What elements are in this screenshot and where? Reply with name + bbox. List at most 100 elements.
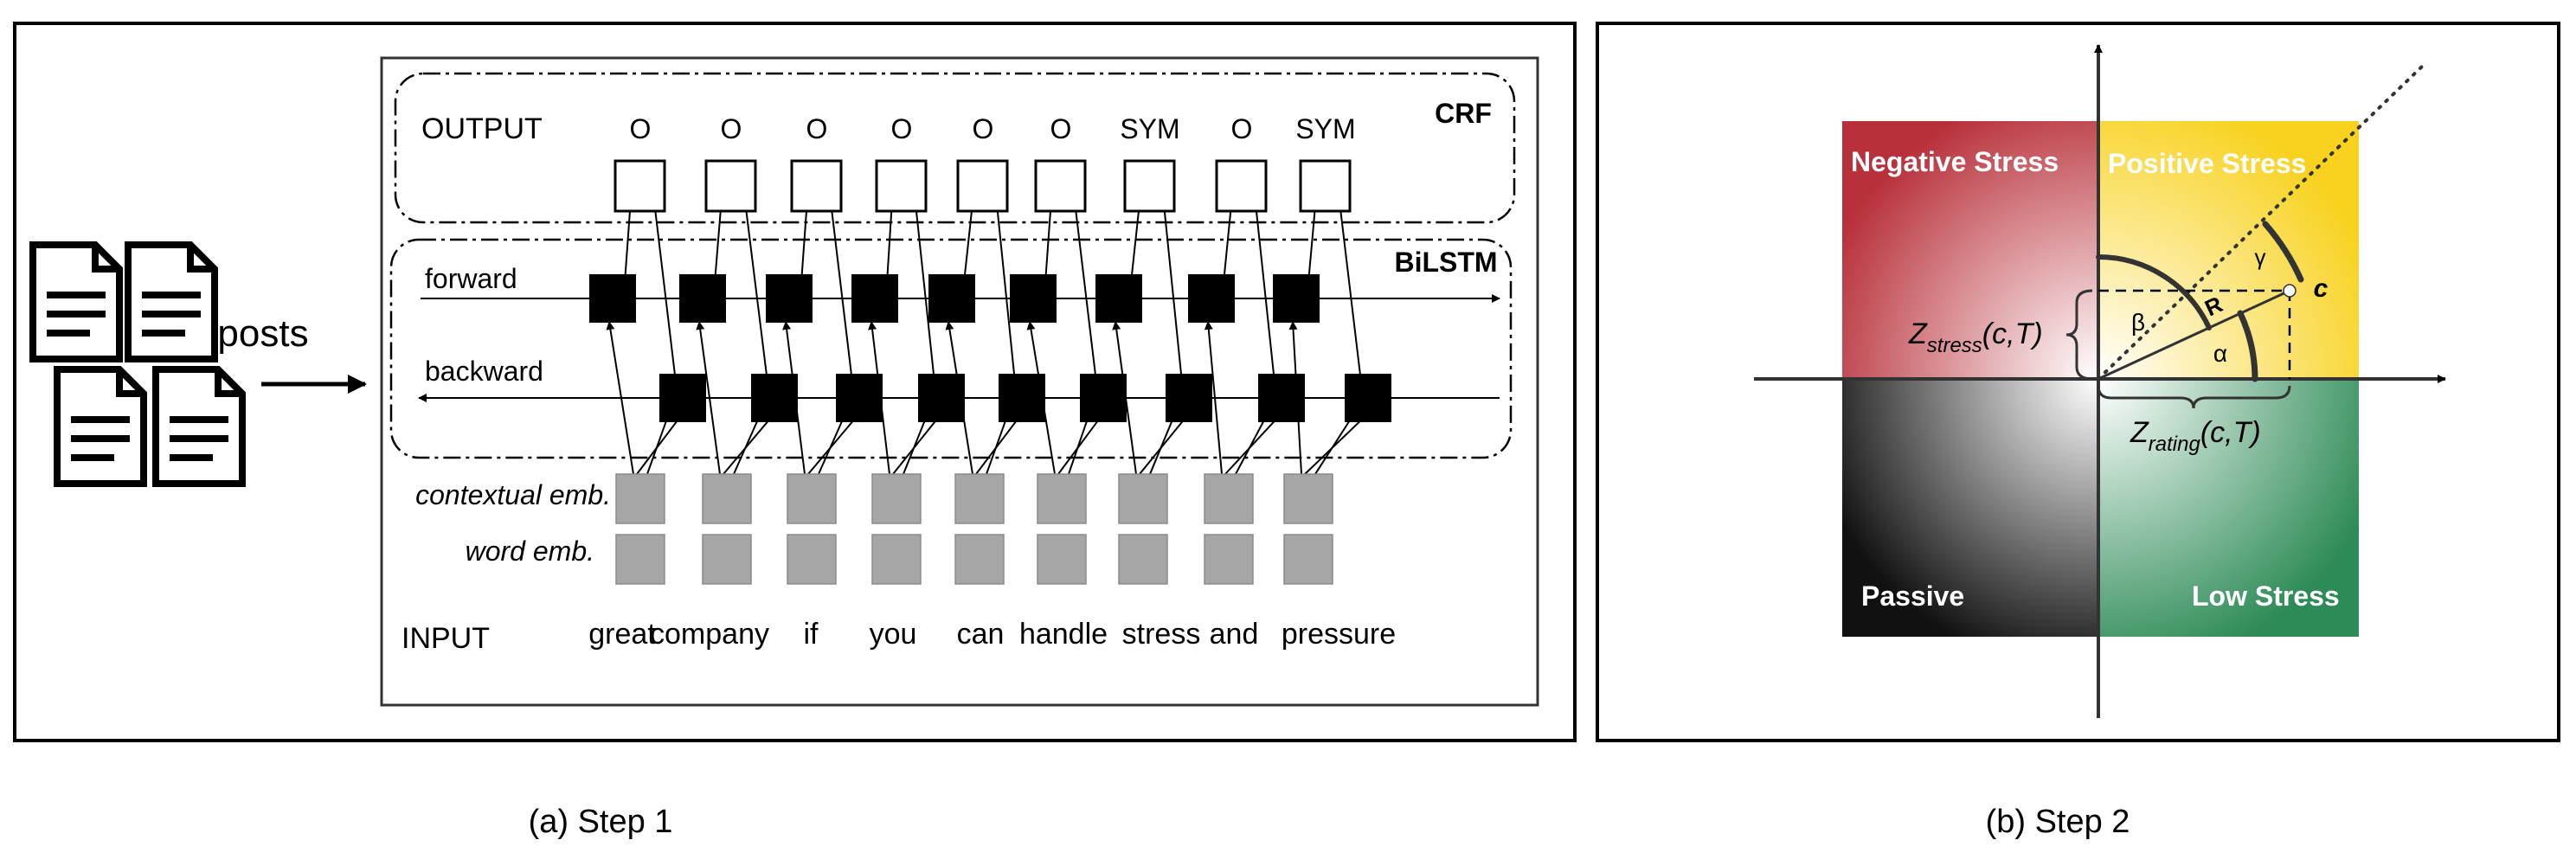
caption-step2: (b) Step 2 <box>1986 804 2130 840</box>
backward-lstm-cell <box>1345 374 1391 422</box>
word-embedding-box <box>1118 534 1168 585</box>
contextual-embedding-box <box>1283 473 1333 524</box>
forward-label: forward <box>425 263 517 294</box>
tag-label: O <box>721 113 742 144</box>
tag-label: O <box>630 113 652 144</box>
contextual-embedding-box <box>702 473 752 524</box>
connection-arrow <box>1158 186 1183 383</box>
connection-arrow <box>1070 186 1097 383</box>
connection-arrow <box>892 413 942 475</box>
point-c <box>2283 284 2297 298</box>
z-stress-label: Zstress(c,T) <box>1908 317 2043 357</box>
alpha-label: α <box>2213 340 2227 367</box>
connection-arrow <box>991 186 1016 383</box>
output-boxes <box>613 159 1352 213</box>
connection-arrow <box>818 413 846 475</box>
crf-output-box <box>875 159 928 213</box>
word-emb-label: word emb. <box>466 536 594 567</box>
connection-arrow <box>1314 413 1355 475</box>
crf-output-box <box>704 159 757 213</box>
token-label: handle <box>1019 618 1108 651</box>
tag-label: O <box>1231 113 1253 144</box>
connection-arrow <box>733 413 761 475</box>
connection-arrow <box>646 413 671 475</box>
alpha-arc <box>2237 310 2258 382</box>
contextual-embedding-box <box>1118 473 1168 524</box>
forward-lstm-cell <box>851 274 898 323</box>
backward-lstm-cell <box>999 374 1045 422</box>
connection-arrow <box>723 413 775 475</box>
quadrant-passive <box>1842 379 2098 637</box>
word-embedding-box <box>702 534 752 585</box>
connection-arrow <box>1334 186 1362 383</box>
crf-output-box <box>1034 159 1087 213</box>
gamma-label: γ <box>2255 244 2266 270</box>
token-label: pressure <box>1282 618 1396 651</box>
connection-arrow <box>696 321 721 475</box>
negative-stress-label: Negative Stress <box>1851 146 2059 177</box>
crf-output-box <box>1215 159 1268 213</box>
backward-lstm-cell <box>918 374 965 422</box>
token-label: stress <box>1122 618 1201 651</box>
connection-arrow <box>649 186 677 383</box>
connection-arrow <box>1057 413 1104 475</box>
posts-label: posts <box>217 312 308 355</box>
connections <box>606 186 1369 475</box>
backward-lstm-cell <box>1258 374 1305 422</box>
crf-output-box <box>1123 159 1176 213</box>
z-rating-brace <box>2097 385 2291 409</box>
crf-output-box <box>613 159 666 213</box>
tag-label: O <box>806 113 828 144</box>
radius-line <box>2097 289 2290 381</box>
forward-lstm-cell <box>1188 274 1235 323</box>
forward-lstm-cell <box>679 274 726 323</box>
word-embedding-box <box>1204 534 1254 585</box>
tag-labels: O O O O O O SYM O SYM <box>630 113 1356 144</box>
point-c-label: c <box>2314 274 2329 303</box>
contextual-embedding-box <box>615 473 665 524</box>
tag-label: SYM <box>1120 113 1179 144</box>
forward-lstm-cell <box>1010 274 1057 323</box>
z-rating-label: Zrating(c,T) <box>2130 416 2261 456</box>
contextual-embeddings <box>615 473 1333 524</box>
connection-arrow <box>909 186 935 383</box>
crf-output-box <box>1299 159 1352 213</box>
word-embedding-box <box>871 534 922 585</box>
contextual-embedding-box <box>1204 473 1254 524</box>
connection-arrow <box>740 186 768 383</box>
connection-arrow <box>986 413 1010 475</box>
right-panel-frame <box>1596 22 2560 742</box>
token-label: company <box>650 618 769 651</box>
gamma-arc <box>2262 221 2304 283</box>
word-embedding-box <box>954 534 1005 585</box>
left-panel-frame <box>13 22 1577 742</box>
crf-label: CRF <box>1435 98 1492 129</box>
low-stress-label: Low Stress <box>2192 580 2340 612</box>
connection-arrow <box>1249 186 1275 383</box>
model-box <box>380 56 1539 707</box>
output-label: OUTPUT <box>421 112 543 145</box>
connection-arrow <box>1068 413 1091 475</box>
crf-region <box>394 72 1516 224</box>
connection-arrow <box>1304 413 1369 475</box>
backward-lstm-cell <box>1080 374 1127 422</box>
forward-cells <box>589 274 1320 323</box>
tag-label: O <box>1050 113 1072 144</box>
tag-label: O <box>891 113 913 144</box>
contextual-embedding-box <box>954 473 1005 524</box>
forward-lstm-cell <box>766 274 813 323</box>
connection-arrow <box>825 186 853 383</box>
token-label: and <box>1210 618 1259 651</box>
tag-label: O <box>973 113 994 144</box>
token-label: great <box>588 618 656 651</box>
word-embedding-box <box>787 534 837 585</box>
tag-label: SYM <box>1295 113 1355 144</box>
quadrant-negative-stress <box>1842 121 2098 379</box>
passive-label: Passive <box>1861 580 1964 612</box>
backward-label: backward <box>425 356 543 387</box>
documents-icon <box>29 241 246 487</box>
backward-lstm-cell <box>1166 374 1212 422</box>
backward-lstm-cell <box>659 374 706 422</box>
backward-cells <box>659 374 1391 422</box>
